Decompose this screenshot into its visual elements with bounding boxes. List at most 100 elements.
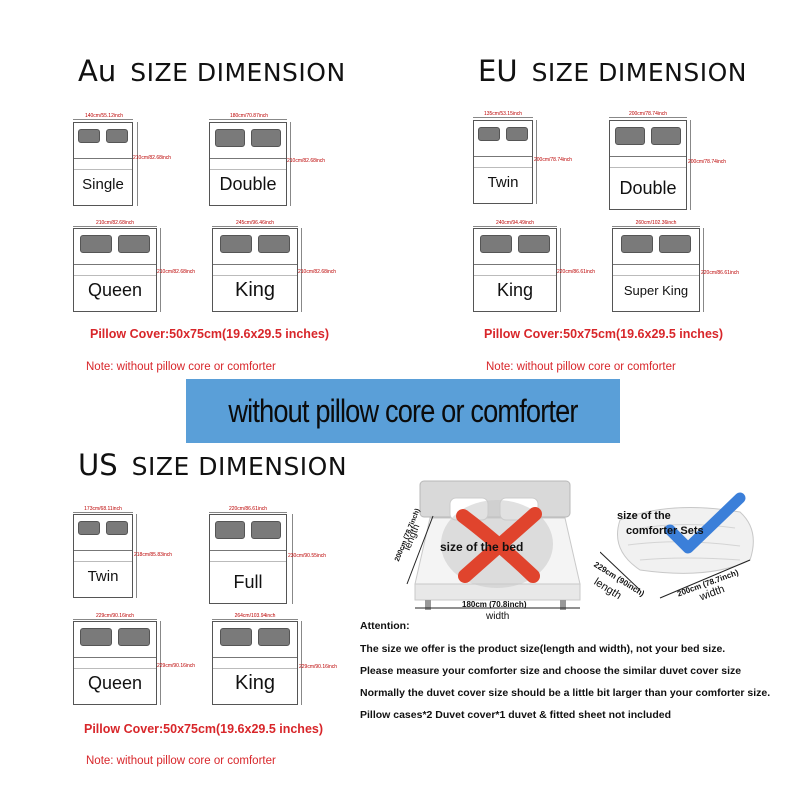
dim-line: [73, 119, 133, 120]
attention-line: Please measure your comforter size and c…: [360, 665, 742, 677]
bed-length-label: 220cm/86.61inch: [557, 269, 596, 275]
attention-line: Normally the duvet cover size should be …: [360, 687, 771, 699]
bed-length-label: 229cm/90.16inch: [157, 663, 196, 669]
bed-width-label: 135cm/53.15inch: [483, 111, 523, 117]
eu-note: Note: without pillow core or comforter: [486, 361, 676, 373]
bed-width-label: 210cm/82.68inch: [95, 220, 135, 226]
bed-length-label: 230cm/90.55inch: [288, 553, 327, 559]
au-size-dimension-title: SIZE DIMENSION: [130, 58, 346, 87]
bed-width-label: 264cm/103.94inch: [234, 613, 276, 619]
bed-diagram-eu-king: King: [473, 228, 557, 312]
dim-line: [703, 228, 704, 312]
bed-length-label: 210cm/82.68inch: [287, 158, 326, 164]
eu-pillow-cover-size: Pillow Cover:50x75cm(19.6x29.5 inches): [484, 327, 724, 341]
bed-diagram-au-single: Single: [73, 122, 133, 206]
bed-diagram-us-king: King: [212, 621, 298, 705]
bed-name: Twin: [87, 567, 119, 585]
bed-diagram-eu-twin: Twin: [473, 120, 533, 204]
attention-line: Pillow cases*2 Duvet cover*1 duvet & fit…: [360, 709, 672, 721]
dim-line: [73, 226, 157, 227]
comforter-label-line2: comforter Sets: [626, 525, 704, 537]
bed-diagram-au-king: King: [212, 228, 298, 312]
dim-line: [73, 619, 157, 620]
dim-line: [137, 122, 138, 206]
dim-line: [209, 512, 287, 513]
dim-line: [160, 228, 161, 312]
bed-length-label: 210cm/82.68inch: [157, 269, 196, 275]
bed-width-label: 245cm/96.46inch: [235, 220, 275, 226]
us-size-dimension-title: SIZE DIMENSION: [131, 452, 348, 481]
dim-line: [136, 514, 137, 598]
bed-length-label: 220cm/86.61inch: [701, 270, 740, 276]
bed-width-label: 173cm/68.11inch: [84, 506, 122, 512]
dim-line: [290, 122, 291, 206]
bed-name: Queen: [87, 279, 143, 300]
bed-name: Double: [219, 173, 277, 194]
dim-line: [209, 119, 287, 120]
dim-line: [212, 226, 298, 227]
bed-name: King: [234, 671, 276, 694]
bed-name: King: [496, 279, 534, 300]
comforter-illustration: [600, 492, 754, 599]
bed-name: Single: [82, 175, 124, 193]
au-section-heading: Au SIZE DIMENSION: [78, 54, 346, 88]
bed-diagram-eu-super-king: Super King: [612, 228, 700, 312]
dim-line: [473, 117, 533, 118]
bed-width-label: 240cm/94.49inch: [495, 220, 535, 226]
us-note: Note: without pillow core or comforter: [86, 755, 276, 767]
comforter-label-line1: size of the: [617, 510, 671, 522]
bed-name: Super King: [623, 282, 689, 298]
eu-section-heading: EU SIZE DIMENSION: [478, 54, 747, 88]
dim-line: [212, 619, 298, 620]
bed-width-label: 180cm/70.87inch: [229, 113, 269, 119]
dim-line: [292, 514, 293, 604]
bed-width-label: 220cm/86.61inch: [228, 506, 268, 512]
banner-text: without pillow core or comforter: [228, 392, 578, 429]
dim-line: [536, 120, 537, 204]
bed-name: Double: [619, 177, 677, 198]
bed-diagram-us-twin: Twin: [73, 514, 133, 598]
bed-length-label: 200cm/78.74inch: [688, 159, 727, 165]
bed-name: King: [234, 278, 276, 301]
eu-size-dimension-title: SIZE DIMENSION: [531, 58, 747, 87]
cross-stroke-2: [458, 507, 542, 583]
bed-width-label: 200cm/78.74inch: [628, 111, 668, 117]
bed-width-dimension: 180cm (70.8inch): [462, 600, 527, 609]
dim-line: [160, 621, 161, 705]
dim-line: [301, 228, 302, 312]
bed-length-label: 210cm/82.68inch: [133, 155, 172, 161]
us-region-code: US: [78, 448, 118, 482]
bed-diagram-eu-double: Double: [609, 120, 687, 210]
bed-diagram-au-double: Double: [209, 122, 287, 206]
bed-illustration-label: size of the bed: [440, 540, 524, 554]
au-pillow-cover-size: Pillow Cover:50x75cm(19.6x29.5 inches): [90, 327, 330, 341]
eu-region-code: EU: [478, 54, 518, 88]
dim-line: [612, 226, 700, 227]
dim-line: [560, 228, 561, 312]
bed-name: Full: [233, 571, 263, 592]
attention-line: The size we offer is the product size(le…: [360, 643, 726, 655]
bed-illustration: [406, 480, 581, 610]
bed-length-label: 210cm/82.68inch: [298, 269, 337, 275]
bed-width-word: width: [486, 611, 510, 622]
bed-diagram-us-full: Full: [209, 514, 287, 604]
dim-line: [73, 512, 133, 513]
us-pillow-cover-size: Pillow Cover:50x75cm(19.6x29.5 inches): [84, 722, 324, 736]
bed-length-label: 200cm/78.74inch: [534, 157, 573, 163]
bed-width-label: 229cm/90.16inch: [95, 613, 135, 619]
bed-width-label: 140cm/55.12inch: [84, 113, 124, 119]
us-section-heading: US SIZE DIMENSION: [78, 448, 347, 482]
bed-diagram-au-queen: Queen: [73, 228, 157, 312]
dim-line: [473, 226, 557, 227]
au-note: Note: without pillow core or comforter: [86, 361, 276, 373]
bed-name: Twin: [487, 173, 519, 191]
no-core-banner: without pillow core or comforter: [186, 379, 620, 443]
bed-length-label: 229cm/90.16inch: [299, 664, 338, 670]
bed-width-label: 260cm/102.36inch: [635, 220, 677, 226]
dim-line: [301, 621, 302, 705]
bed-length-label: 218cm/85.83inch: [134, 552, 173, 558]
check-icon: [664, 492, 746, 554]
bed-diagram-us-queen: Queen: [73, 621, 157, 705]
au-region-code: Au: [78, 54, 117, 88]
dim-line: [609, 117, 687, 118]
